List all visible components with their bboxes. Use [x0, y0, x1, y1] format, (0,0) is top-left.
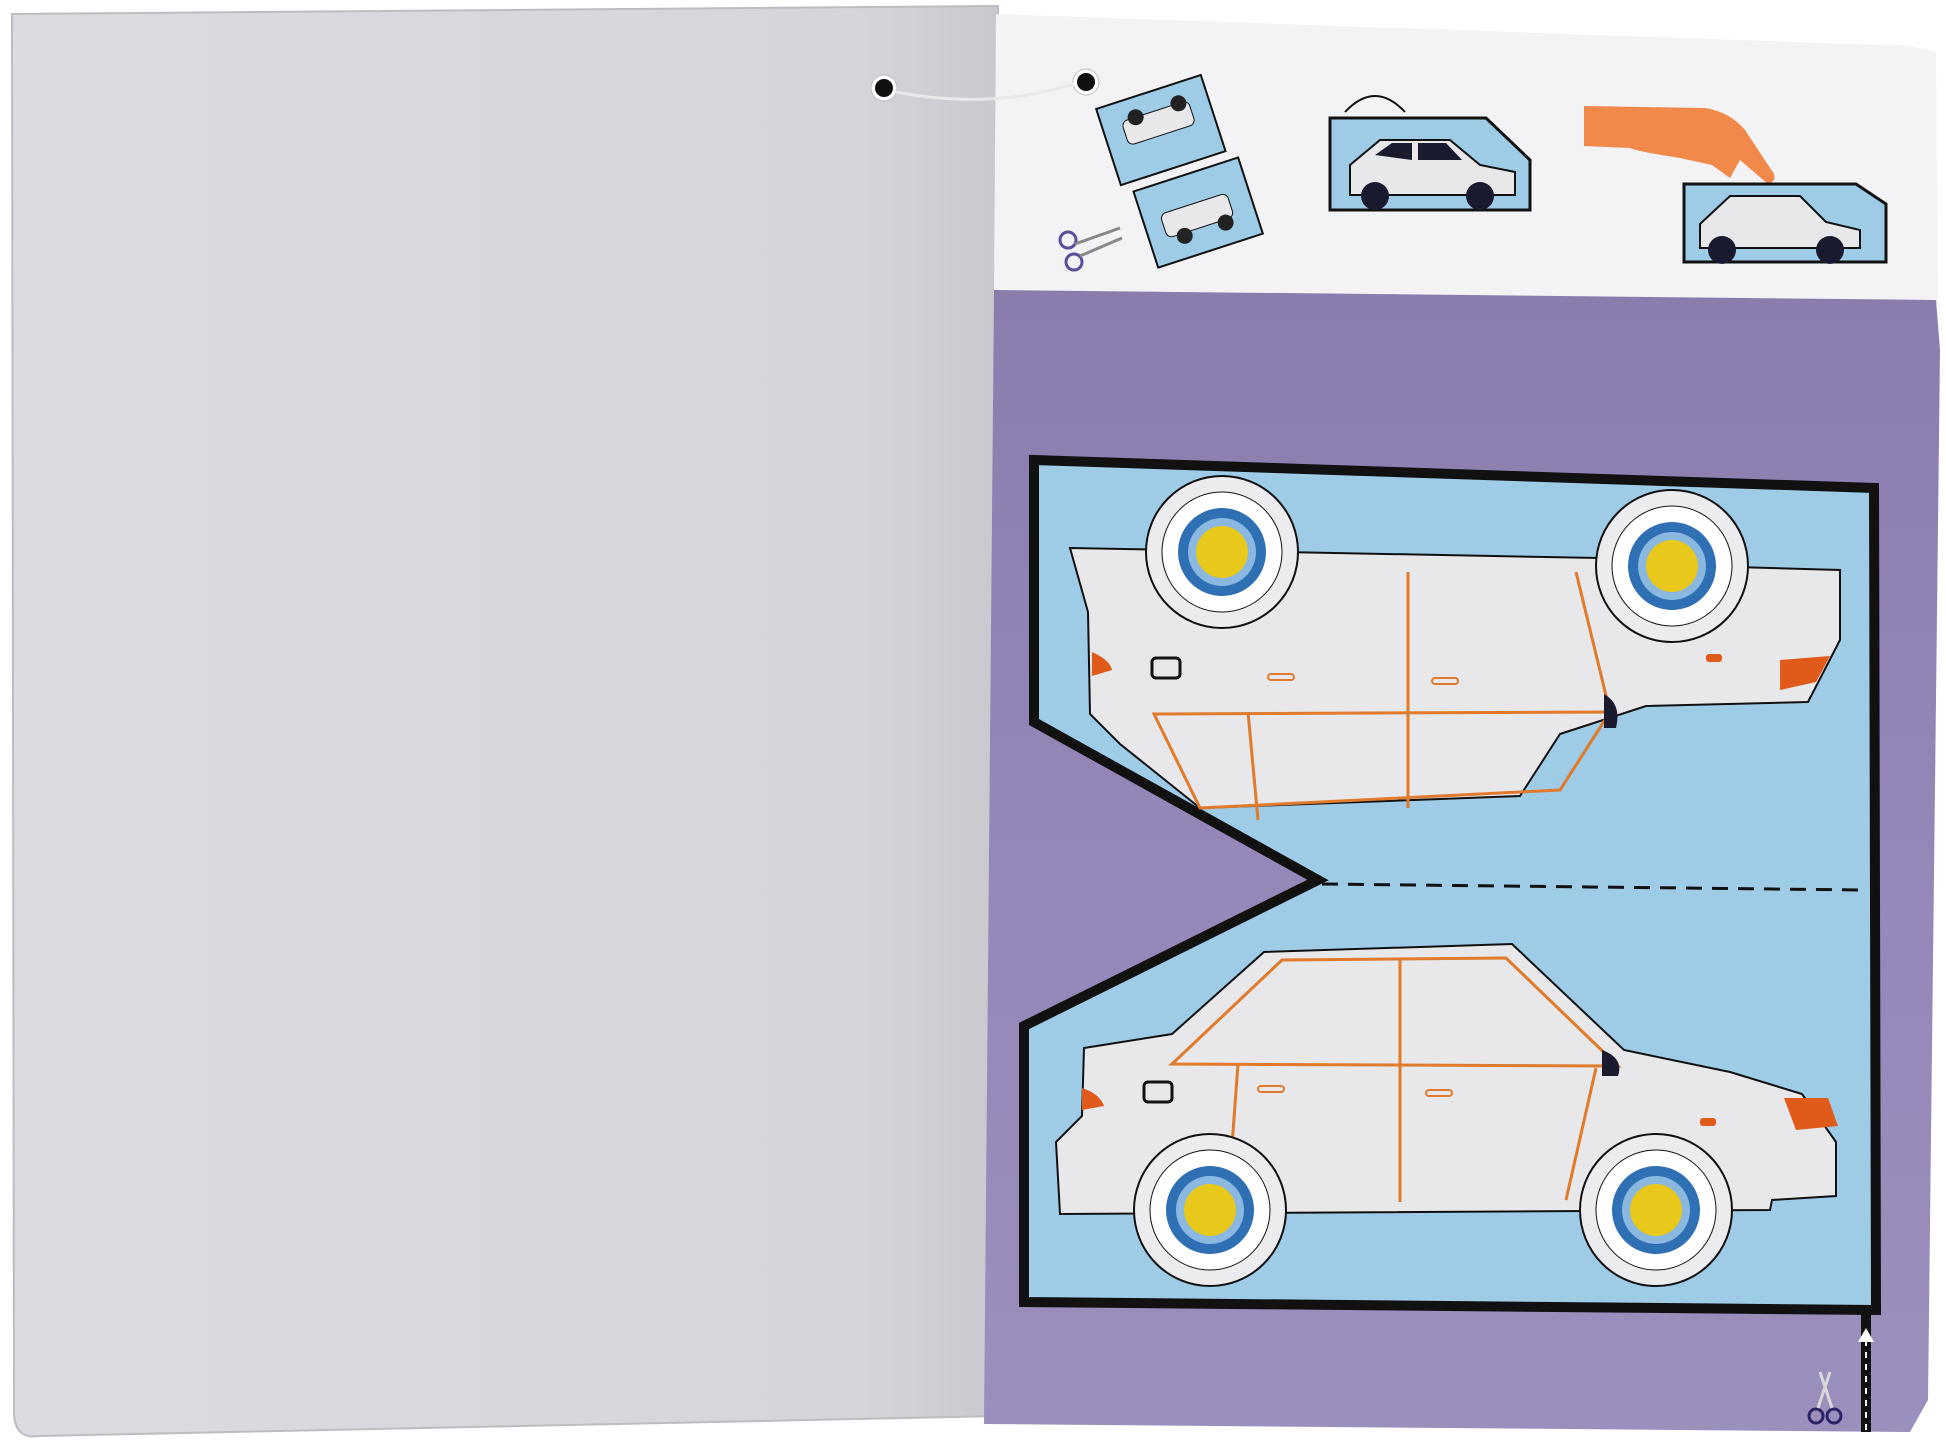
bottom-car-upright [1054, 942, 1838, 1287]
car-template [1019, 454, 1882, 1432]
door-handle [1267, 673, 1295, 681]
step-fold-illustration [1328, 95, 1532, 212]
step-cut-illustration [1094, 73, 1265, 269]
wheel-top-left [1145, 475, 1299, 629]
scissors-icon [1058, 226, 1123, 272]
left-page [10, 4, 1002, 1438]
scissors-icon [1807, 1371, 1843, 1425]
door-handle [1257, 1085, 1285, 1093]
top-car-upside-down [1068, 475, 1841, 821]
hand-illustration [1584, 106, 1775, 184]
step-stand-illustration [1584, 106, 1888, 264]
wheel-bottom-left [1133, 1133, 1287, 1287]
wheel-top-right [1595, 489, 1749, 643]
fold-line [1321, 882, 1863, 892]
wheel-bottom-right [1579, 1133, 1733, 1287]
door-handle [1431, 677, 1459, 685]
door-handle [1425, 1089, 1453, 1097]
